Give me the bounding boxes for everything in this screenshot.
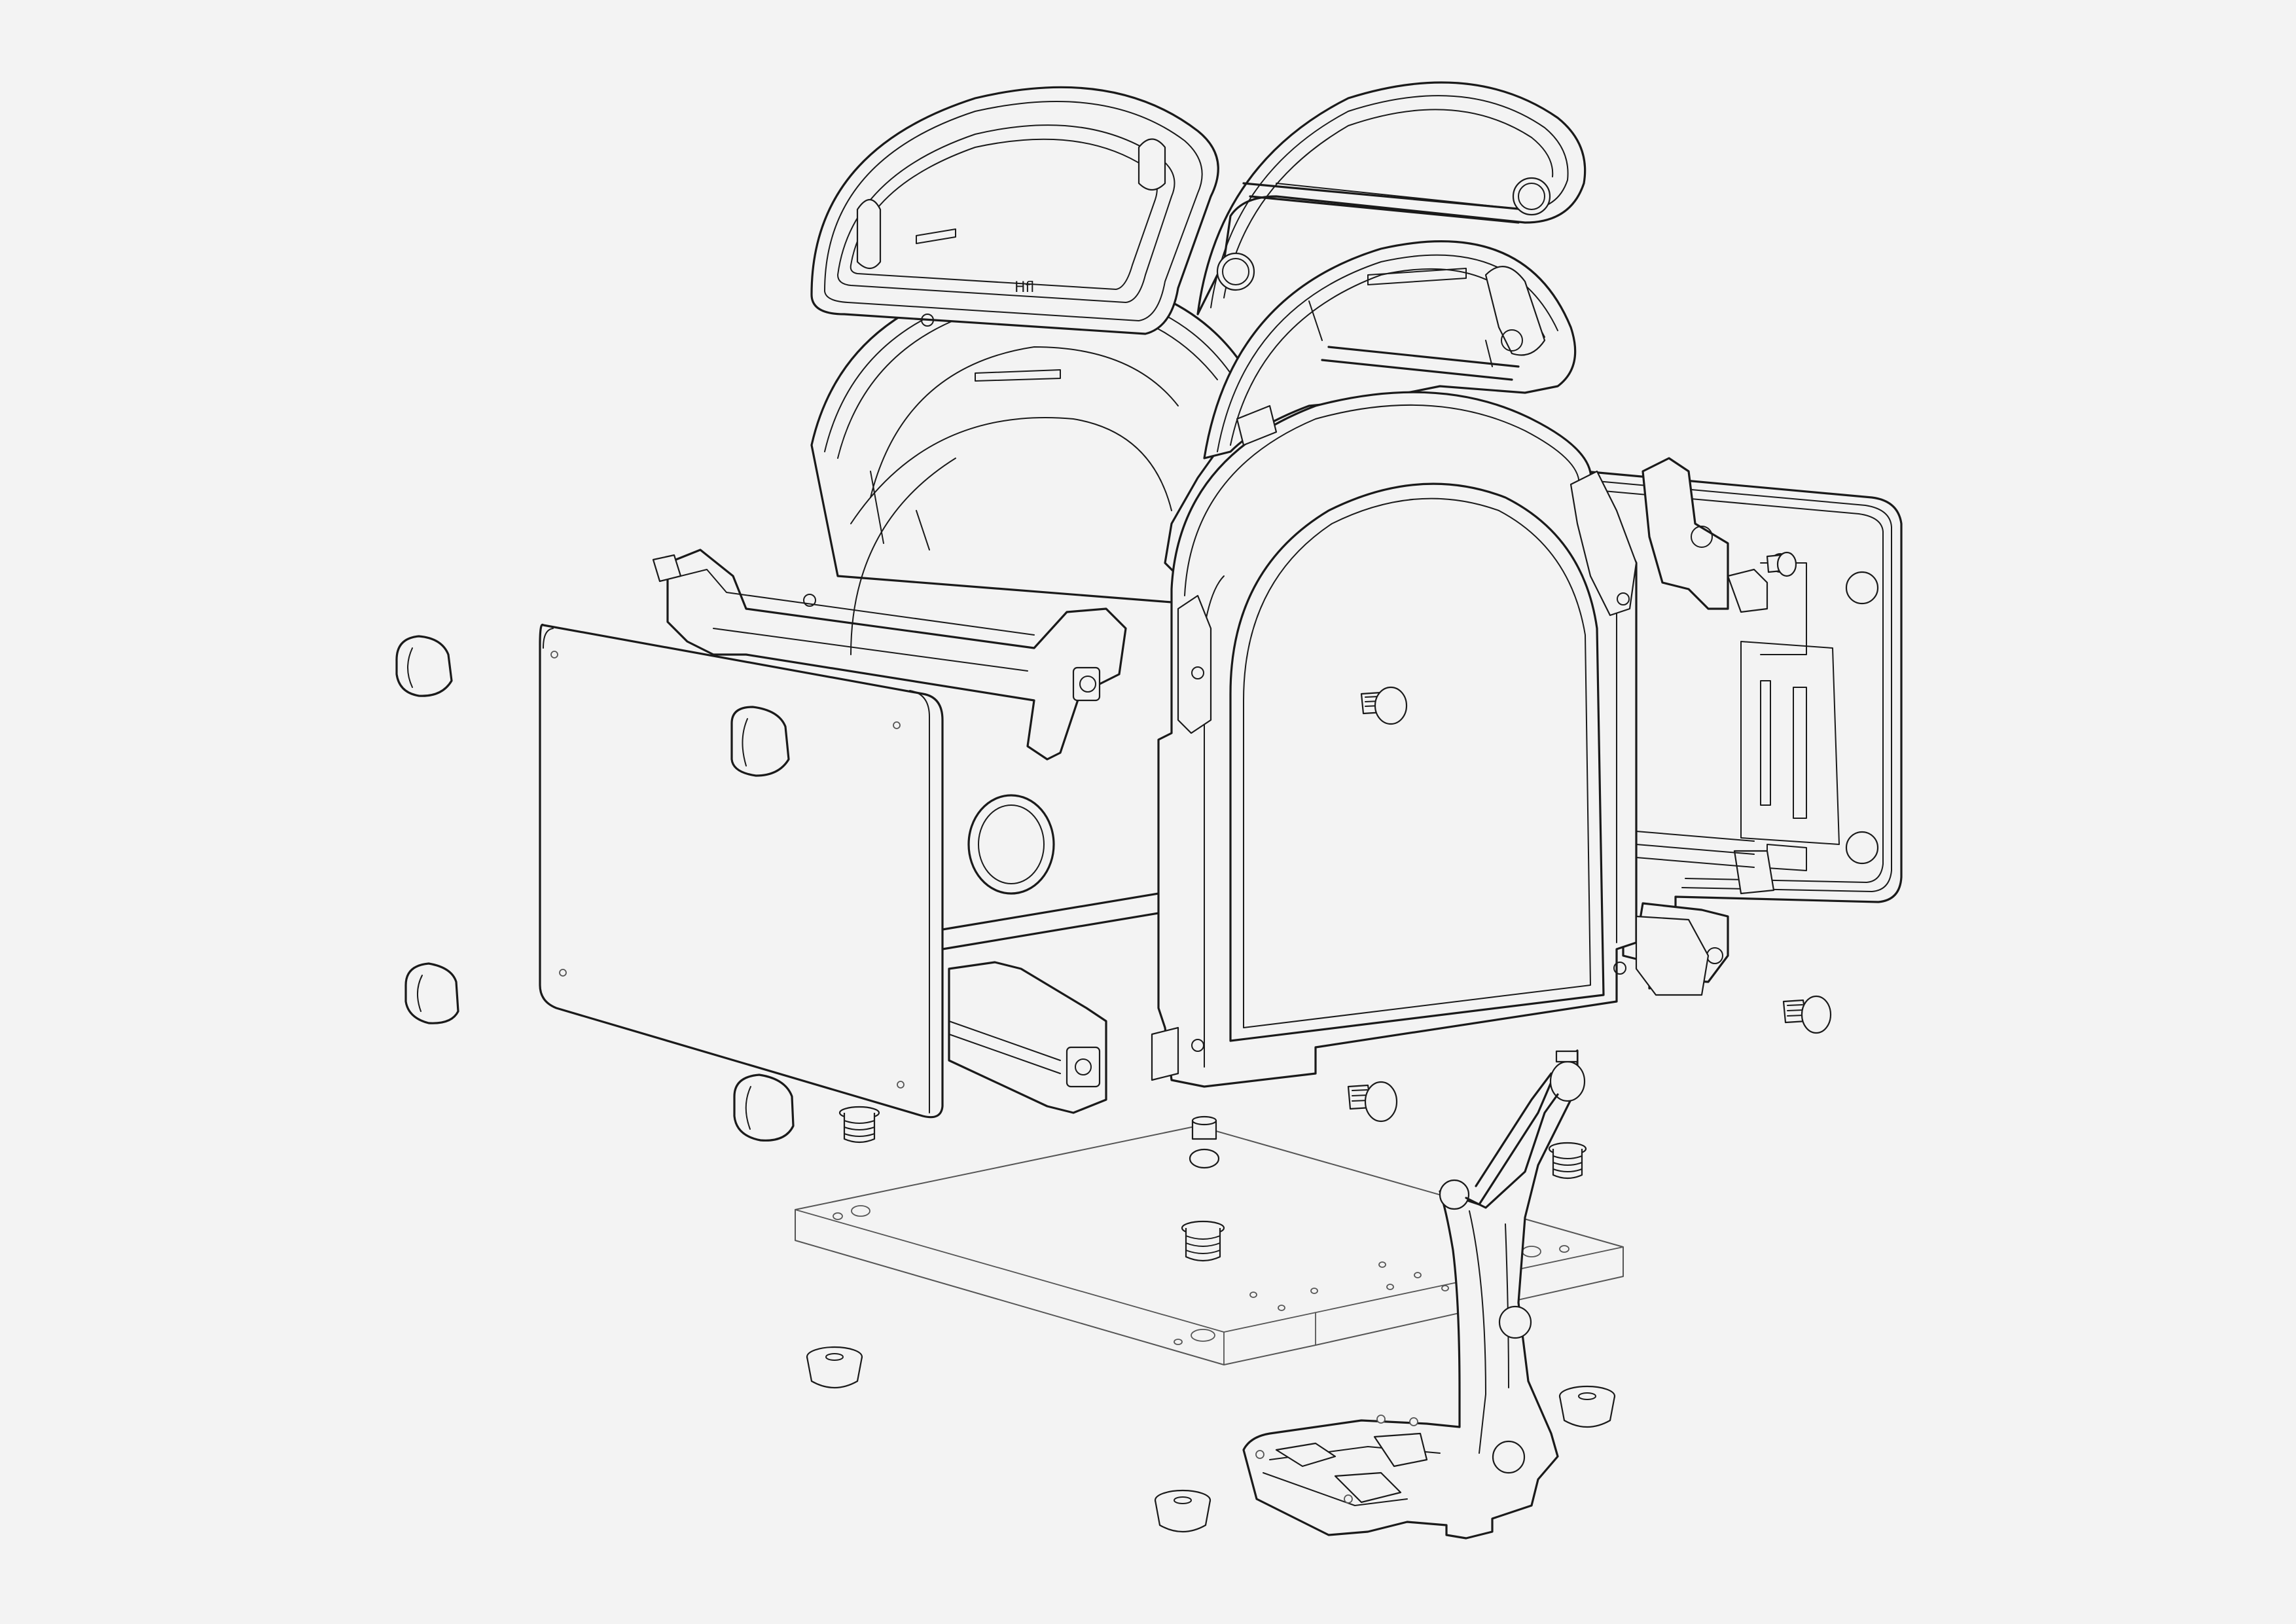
stand-leg-bracket (1242, 1049, 1586, 1540)
rubber-foot (395, 635, 453, 697)
rubber-foot (730, 706, 790, 777)
threaded-insert (1548, 1142, 1587, 1180)
rubber-foot (1154, 1489, 1211, 1532)
middle-arch (1203, 240, 1577, 460)
rubber-foot (733, 1074, 795, 1142)
rubber-foot (806, 1346, 863, 1388)
top-arch-frame: Hfl (810, 86, 1219, 335)
screw (1766, 551, 1797, 577)
rubber-foot (404, 962, 459, 1024)
top-right-arch-loop (1196, 81, 1587, 316)
left-side-frame (652, 549, 1179, 1114)
screw (1347, 1081, 1398, 1123)
front-arch-panel (1151, 391, 1710, 1088)
embossed-marking: Hfl (1014, 280, 1034, 296)
screw (1360, 686, 1408, 725)
left-side-panel (539, 623, 944, 1119)
threaded-insert (838, 1106, 880, 1144)
threaded-insert (1181, 1220, 1225, 1262)
screw (1782, 995, 1832, 1034)
locating-pin (1189, 1115, 1220, 1169)
rubber-foot (1558, 1385, 1616, 1428)
